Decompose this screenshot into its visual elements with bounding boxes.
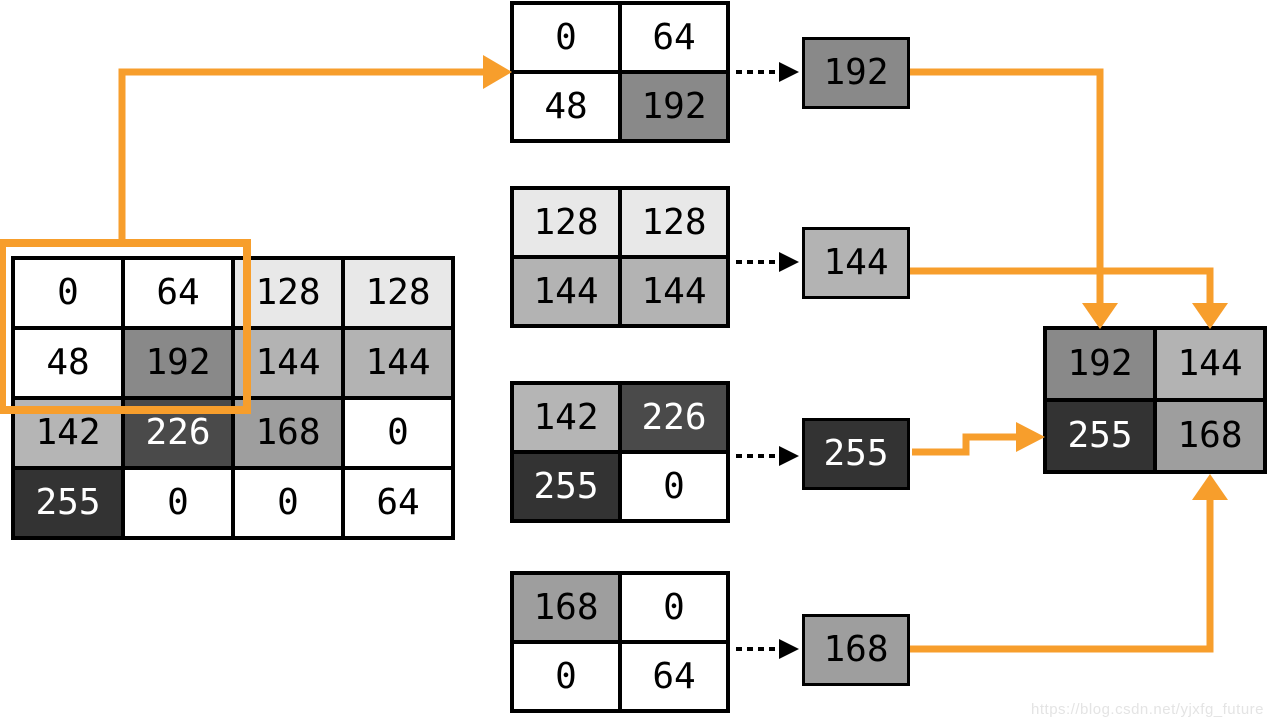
matrix-cell: 226 xyxy=(123,398,233,468)
matrix-cell: 48 xyxy=(512,72,620,141)
matrix-cell: 192 xyxy=(123,328,233,398)
dotted-arrowhead-3 xyxy=(779,446,799,466)
connector-max144-to-output xyxy=(910,267,1214,304)
matrix-cell: 255 xyxy=(13,468,123,538)
matrix-cell: 0 xyxy=(512,3,620,72)
watermark-url: https://blog.csdn.net/yjxfg_future xyxy=(1031,701,1264,718)
matrix-cell: 128 xyxy=(233,258,343,328)
matrix-cell: 64 xyxy=(620,642,728,711)
dotted-arrowhead-4 xyxy=(779,639,799,659)
matrix-cell: 144 xyxy=(343,328,453,398)
arrowhead-output-168 xyxy=(1192,474,1228,500)
matrix-cell: 255 xyxy=(1045,400,1155,472)
matrix-cell: 255 xyxy=(512,452,620,521)
matrix-cell: 0 xyxy=(620,452,728,521)
max-value-box-2: 144 xyxy=(802,227,910,299)
connector-max255-to-output xyxy=(912,433,1019,456)
matrix-cell: 48 xyxy=(13,328,123,398)
max-value-box-3: 255 xyxy=(802,418,910,490)
matrix-cell: 0 xyxy=(620,573,728,642)
matrix-cell: 192 xyxy=(1045,328,1155,400)
max-value-box-1: 192 xyxy=(802,37,910,109)
matrix-cell: 0 xyxy=(233,468,343,538)
arrowhead-output-255 xyxy=(1016,422,1045,452)
matrix-cell: 0 xyxy=(123,468,233,538)
matrix-cell: 144 xyxy=(512,257,620,326)
matrix-cell: 0 xyxy=(512,642,620,711)
matrix-cell: 192 xyxy=(620,72,728,141)
matrix-cell: 128 xyxy=(620,188,728,257)
matrix-cell: 64 xyxy=(123,258,233,328)
matrix-cell: 0 xyxy=(343,398,453,468)
matrix-cell: 168 xyxy=(512,573,620,642)
dotted-arrowhead-1 xyxy=(779,62,799,82)
matrix-cell: 144 xyxy=(620,257,728,326)
matrix-cell: 144 xyxy=(233,328,343,398)
matrix-cell: 142 xyxy=(512,383,620,452)
connector-window-to-patch1 xyxy=(118,68,484,247)
matrix-cell: 64 xyxy=(343,468,453,538)
max-value-box-4: 168 xyxy=(802,614,910,686)
connector-max168-to-output xyxy=(910,499,1214,653)
arrowhead-patch1 xyxy=(483,55,512,89)
dotted-arrowhead-2 xyxy=(779,252,799,272)
matrix-cell: 144 xyxy=(1155,328,1265,400)
matrix-cell: 226 xyxy=(620,383,728,452)
matrix-cell: 142 xyxy=(13,398,123,468)
matrix-cell: 128 xyxy=(343,258,453,328)
matrix-cell: 168 xyxy=(1155,400,1265,472)
matrix-cell: 64 xyxy=(620,3,728,72)
matrix-cell: 168 xyxy=(233,398,343,468)
connector-max192-to-output xyxy=(910,68,1104,304)
matrix-cell: 0 xyxy=(13,258,123,328)
matrix-cell: 128 xyxy=(512,188,620,257)
